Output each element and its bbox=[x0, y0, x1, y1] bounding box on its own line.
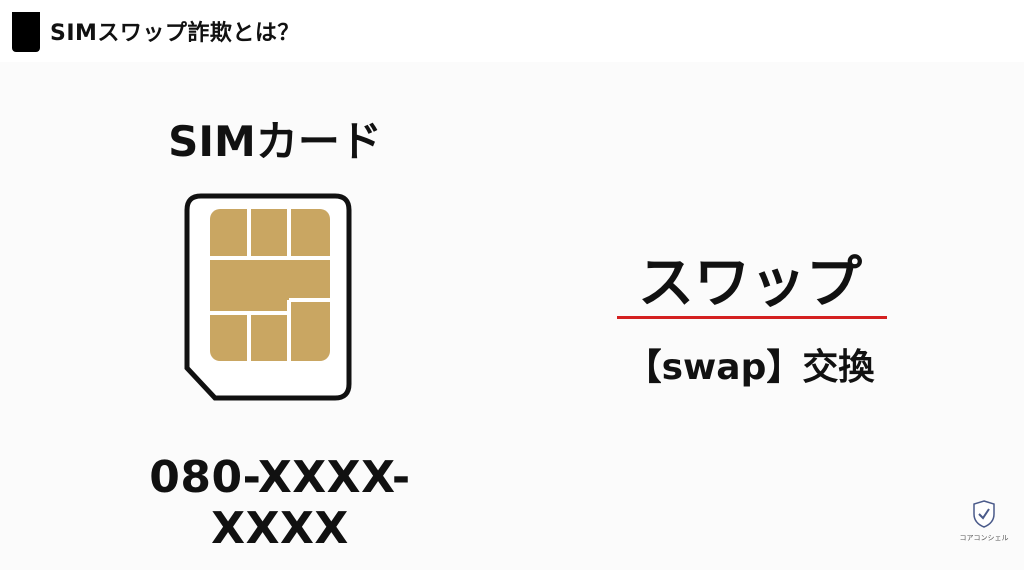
page-title: SIMスワップ詐欺とは？ bbox=[50, 21, 300, 46]
phone-number: 080-XXXX-XXXX bbox=[149, 452, 411, 554]
sim-card-label: SIMカード bbox=[168, 117, 382, 166]
swap-meaning: 【swap】交換 bbox=[625, 347, 875, 388]
sim-card-icon bbox=[184, 193, 352, 401]
swap-word: スワップ bbox=[638, 251, 862, 316]
swap-underline bbox=[617, 316, 887, 319]
header-marker bbox=[12, 12, 40, 52]
shield-logo-icon bbox=[973, 500, 995, 528]
logo: コアコンシェル bbox=[952, 500, 1016, 543]
header-bar: SIMスワップ詐欺とは？ bbox=[0, 0, 1024, 62]
logo-caption: コアコンシェル bbox=[959, 534, 1009, 542]
sim-chip bbox=[210, 209, 330, 361]
